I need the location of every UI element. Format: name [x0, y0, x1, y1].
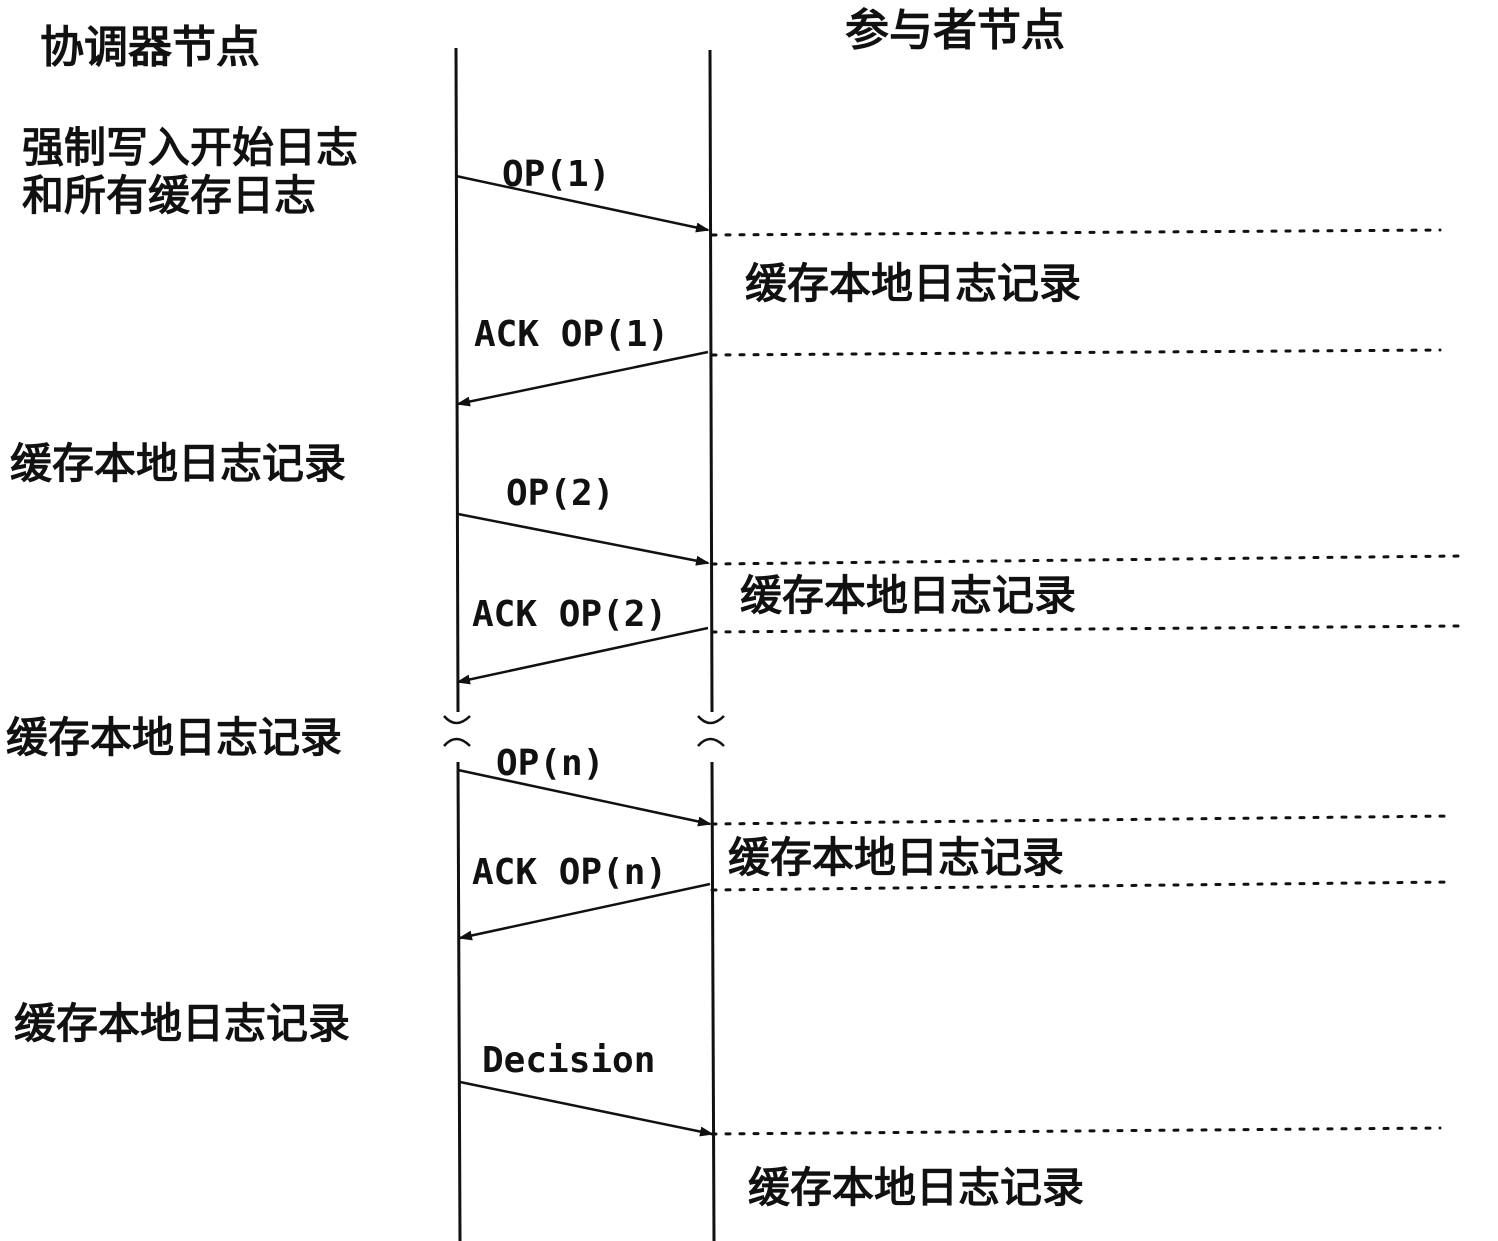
- decision-label: Decision: [482, 1040, 655, 1081]
- dotted-line-op2-bottom: [712, 626, 1460, 632]
- dotted-line-op1-bottom: [712, 350, 1440, 355]
- coordinator-cache-note-2: 缓存本地日志记录: [6, 713, 342, 762]
- participant-break-mark: [698, 716, 724, 746]
- participant-lifeline-lower: [712, 762, 714, 1241]
- participant-cache-note-decision: 缓存本地日志记录: [748, 1163, 1084, 1212]
- coordinator-lifeline: [456, 48, 458, 712]
- dotted-line-op2-top: [712, 556, 1460, 564]
- dotted-line-opn-bottom: [712, 882, 1450, 890]
- participant-lifeline: [710, 50, 712, 712]
- coordinator-break-mark: [444, 716, 470, 746]
- decision-arrow: [460, 1082, 712, 1134]
- participant-cache-note-n: 缓存本地日志记录: [728, 833, 1064, 882]
- coordinator-cache-note-n: 缓存本地日志记录: [14, 999, 350, 1048]
- ack-opn-label: ACK OP(n): [472, 852, 667, 893]
- ack-op1-arrow: [458, 352, 708, 404]
- coordinator-cache-note-1: 缓存本地日志记录: [10, 439, 346, 488]
- ack-op1-label: ACK OP(1): [474, 314, 669, 355]
- ack-op2-label: ACK OP(2): [472, 594, 667, 635]
- participant-cache-note-2: 缓存本地日志记录: [740, 571, 1076, 620]
- op2-arrow: [458, 514, 708, 563]
- participant-cache-note-1: 缓存本地日志记录: [745, 259, 1081, 308]
- dotted-line-opn-top: [712, 816, 1450, 824]
- op2-label: OP(2): [506, 473, 614, 514]
- participant-header: 参与者节点: [845, 5, 1065, 56]
- dotted-line-op1-top: [712, 230, 1440, 235]
- dotted-line-decision: [712, 1128, 1440, 1134]
- coordinator-header: 协调器节点: [40, 22, 260, 73]
- ack-op2-arrow: [458, 628, 708, 682]
- opn-label: OP(n): [496, 743, 604, 784]
- force-write-note-line2: 和所有缓存日志: [22, 171, 316, 220]
- op1-label: OP(1): [502, 154, 610, 195]
- coordinator-lifeline-lower: [458, 762, 460, 1241]
- force-write-note-line1: 强制写入开始日志: [22, 123, 358, 172]
